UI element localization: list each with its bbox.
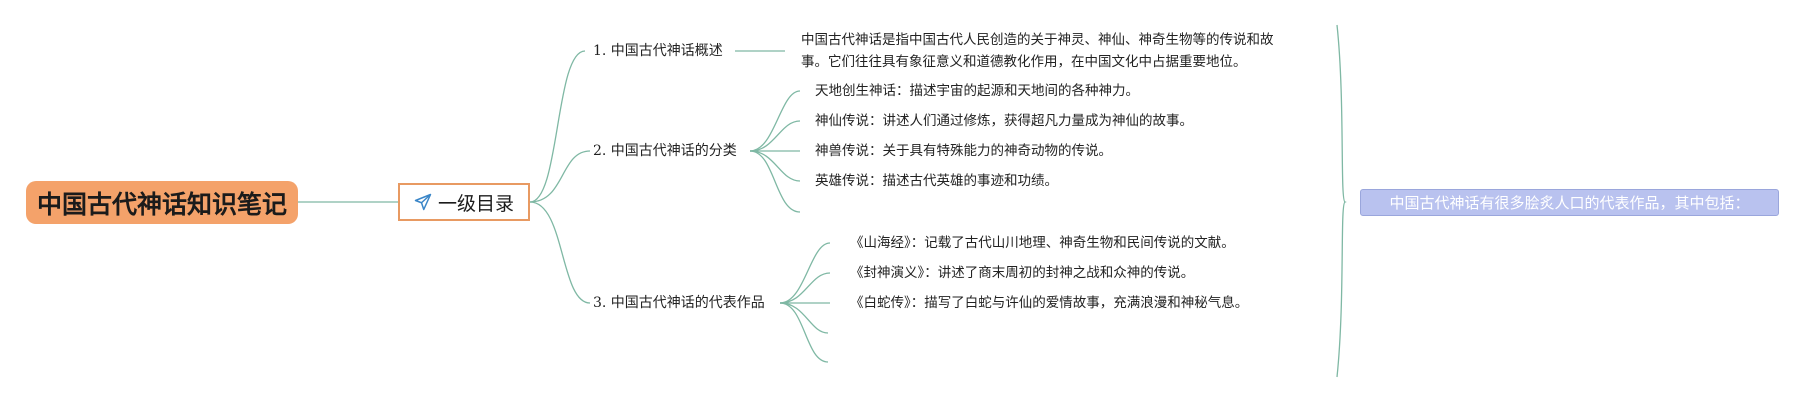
level1-node[interactable]: 一级目录 [398,183,530,221]
summary-bracket [1336,24,1347,378]
work-fengshen[interactable]: 《封神演义》：讲述了商末周初的封神之战和众神的传说。 [850,265,1195,281]
link-level1-topic1 [529,50,586,203]
paper-plane-icon [414,193,432,211]
level1-label: 一级目录 [437,192,514,215]
category-immortal-legend[interactable]: 神仙传说：讲述人们通过修炼，获得超凡力量成为神仙的故事。 [815,113,1193,129]
link-topic2-cat4 [749,150,801,182]
root-node-title[interactable]: 中国古代神话知识笔记 [26,181,298,224]
category-hero-legend[interactable]: 英雄传说：描述古代英雄的事迹和功绩。 [815,173,1058,189]
link-topic3-work2 [779,272,831,304]
link-topic3-extra1 [779,302,829,334]
category-divine-beast[interactable]: 神兽传说：关于具有特殊能力的神奇动物的传说。 [815,143,1112,159]
summary-node[interactable]: 中国古代神话有很多脍炙人口的代表作品，其中包括： [1360,189,1779,216]
overview-line-2: 事。它们往往具有象征意义和道德教化作用，在中国文化中占据重要地位。 [801,54,1247,70]
link-topic2-cat2 [749,120,801,152]
link-topic2-cat1 [749,90,801,152]
work-shanhaijing[interactable]: 《山海经》：记载了古代山川地理、神奇生物和民间传说的文献。 [850,235,1235,251]
work-white-snake[interactable]: 《白蛇传》：描写了白蛇与许仙的爱情故事，充满浪漫和神秘气息。 [850,295,1249,311]
link-topic3-work1 [779,242,831,304]
link-topic3-extra2 [779,302,829,363]
overview-line-1: 中国古代神话是指中国古代人民创造的关于神灵、神仙、神奇生物等的传说和故 [801,32,1274,48]
topic-categories[interactable]: 2. 中国古代神话的分类 [593,143,737,159]
link-topic2-extra [749,150,801,213]
link-level1-topic2 [529,150,591,203]
topic-overview[interactable]: 1. 中国古代神话概述 [593,43,723,59]
topic-works[interactable]: 3. 中国古代神话的代表作品 [593,295,765,311]
category-creation-myth[interactable]: 天地创生神话：描述宇宙的起源和天地间的各种神力。 [815,83,1139,99]
overview-text[interactable]: 中国古代神话是指中国古代人民创造的关于神灵、神仙、神奇生物等的传说和故 事。它们… [801,29,1274,73]
link-level1-topic3 [529,201,591,304]
